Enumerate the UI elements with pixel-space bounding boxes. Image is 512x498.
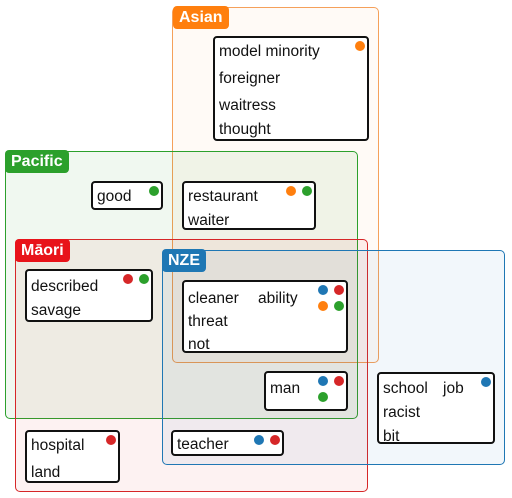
nze-dot (318, 285, 328, 295)
word: model minority (219, 43, 320, 60)
word-box-nze-maori: teacher (171, 430, 284, 456)
maori-set-label: Māori (15, 239, 70, 262)
pacific-dot (139, 274, 149, 284)
word: not (188, 336, 210, 353)
word: cleaner (188, 290, 239, 307)
word: thought (219, 121, 271, 138)
word: waiter (188, 212, 230, 229)
nze-dot (318, 376, 328, 386)
word: threat (188, 313, 228, 330)
word: waitress (219, 97, 276, 114)
asian-set-label: Asian (173, 6, 229, 29)
nze-set-label: NZE (162, 249, 206, 272)
word-box-maori: hospital land (25, 430, 120, 483)
asian-dot (286, 186, 296, 196)
word-box-asian: model minority foreigner waitress though… (213, 36, 369, 141)
word: man (270, 380, 301, 397)
pacific-set-label: Pacific (5, 150, 69, 173)
asian-dot (355, 41, 365, 51)
word-box-nze-maori-pacific: man (264, 371, 348, 411)
word: described (31, 278, 99, 295)
word-box-all-sets: cleaner ability threat not (182, 280, 348, 353)
word: teacher (177, 436, 229, 453)
word: racist (383, 404, 421, 421)
maori-dot (334, 376, 344, 386)
word: ability (258, 290, 298, 307)
word: foreigner (219, 70, 281, 87)
maori-dot (334, 285, 344, 295)
nze-dot (481, 377, 491, 387)
maori-dot (106, 435, 116, 445)
word-box-nze: school job racist bit (377, 372, 495, 445)
word: good (97, 188, 132, 205)
word: job (443, 380, 464, 397)
word: bit (383, 428, 400, 445)
pacific-dot (149, 186, 159, 196)
maori-dot (123, 274, 133, 284)
word-box-asian-pacific: restaurant waiter (182, 181, 316, 230)
maori-dot (270, 435, 280, 445)
word: school (383, 380, 428, 397)
nze-dot (254, 435, 264, 445)
word-box-maori-pacific: described savage (25, 269, 153, 322)
pacific-dot (318, 392, 328, 402)
pacific-dot (302, 186, 312, 196)
word: hospital (31, 437, 85, 454)
pacific-dot (334, 301, 344, 311)
word-box-pacific: good (91, 181, 163, 210)
asian-dot (318, 301, 328, 311)
word: savage (31, 302, 81, 319)
word: land (31, 464, 61, 481)
word: restaurant (188, 188, 258, 205)
